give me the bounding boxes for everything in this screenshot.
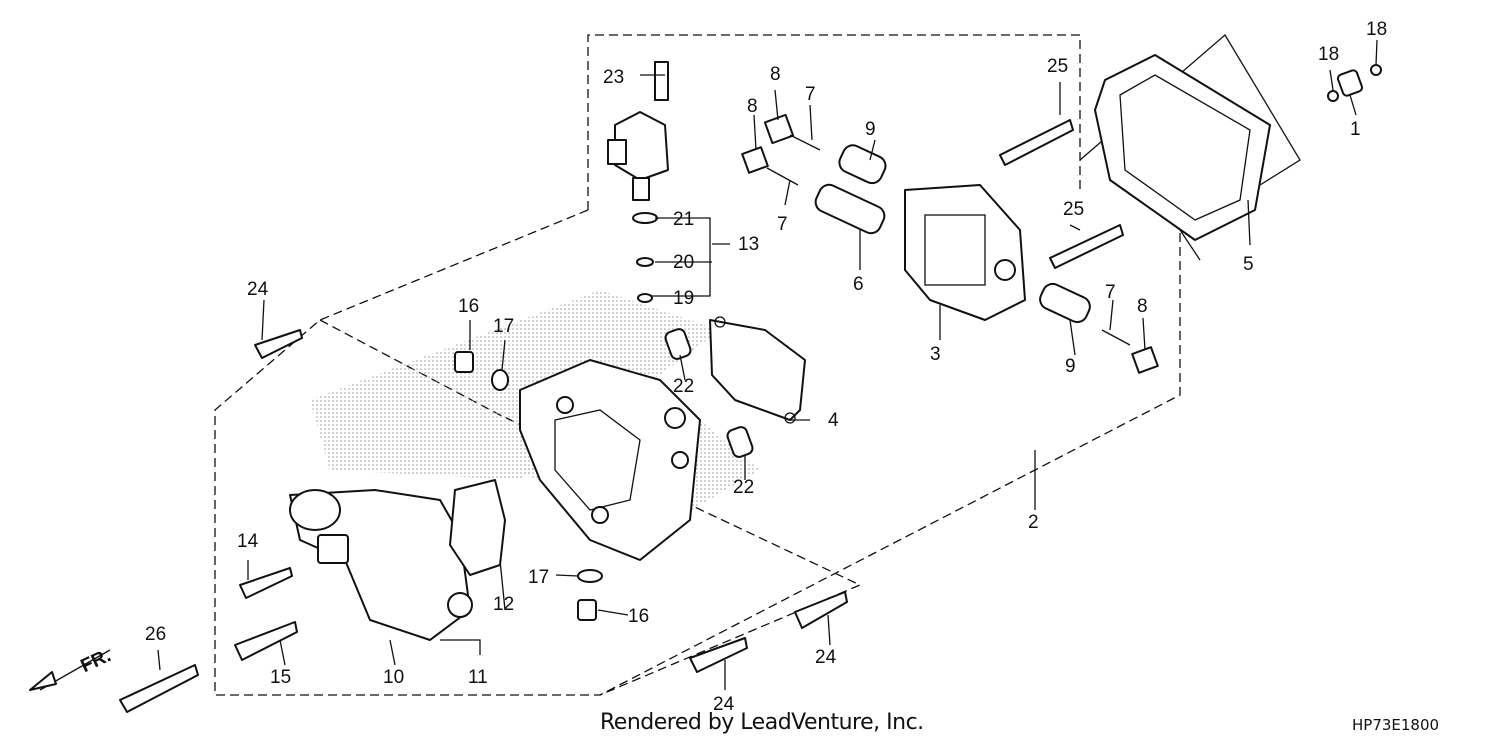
callout-13: 13 <box>738 234 759 255</box>
callout-23: 23 <box>603 67 624 88</box>
callout-25a: 25 <box>1047 56 1068 77</box>
callout-24b: 24 <box>815 647 837 668</box>
bolts <box>119 61 1382 713</box>
callout-6: 6 <box>853 274 864 295</box>
callout-8c: 8 <box>1137 296 1148 317</box>
callout-26: 26 <box>145 624 166 645</box>
callout-8a: 8 <box>770 64 781 85</box>
callout-8b: 8 <box>747 96 758 117</box>
valve-body <box>519 359 701 561</box>
gasket-5 <box>1094 54 1271 241</box>
separator-plate <box>709 316 806 424</box>
callout-25b: 25 <box>1063 199 1084 220</box>
callout-21: 21 <box>673 209 694 230</box>
callout-24c: 24 <box>713 694 735 715</box>
diagram-code: HP73E1800 <box>1352 716 1440 734</box>
callout-1: 1 <box>1350 119 1361 140</box>
callout-11: 11 <box>468 667 488 688</box>
callout-9b: 9 <box>1065 356 1076 377</box>
callout-4: 4 <box>828 410 839 431</box>
callout-22b: 22 <box>733 477 754 498</box>
callout-22a: 22 <box>673 376 694 397</box>
callout-17a: 17 <box>493 316 514 337</box>
callout-5: 5 <box>1243 254 1254 275</box>
callout-3: 3 <box>930 344 941 365</box>
callout-20: 20 <box>673 252 694 273</box>
callout-2: 2 <box>1028 512 1039 533</box>
callout-15: 15 <box>270 667 291 688</box>
callout-14: 14 <box>237 531 259 552</box>
callout-numbers: 1 2 3 4 5 6 7 7 7 8 8 8 9 9 10 11 12 13 … <box>78 19 1388 715</box>
linear-solenoid <box>289 489 473 641</box>
callout-18b: 18 <box>1366 19 1387 40</box>
spool-valves <box>664 113 1159 458</box>
callout-7b: 7 <box>777 214 788 235</box>
callout-9a: 9 <box>865 119 876 140</box>
callout-18a: 18 <box>1318 44 1339 65</box>
callout-16a: 16 <box>458 296 479 317</box>
callout-16b: 16 <box>628 606 649 627</box>
callout-24a: 24 <box>247 279 269 300</box>
callout-7a: 7 <box>805 84 816 105</box>
callout-10: 10 <box>383 667 404 688</box>
callout-12: 12 <box>493 594 514 615</box>
callout-7c: 7 <box>1105 282 1116 303</box>
callout-19: 19 <box>673 288 694 309</box>
callout-17b: 17 <box>528 567 549 588</box>
leader-lines <box>29 39 1378 691</box>
render-credit: Rendered by LeadVenture, Inc. <box>600 710 924 735</box>
shift-solenoid <box>607 111 730 303</box>
valve-body-3 <box>904 184 1026 321</box>
